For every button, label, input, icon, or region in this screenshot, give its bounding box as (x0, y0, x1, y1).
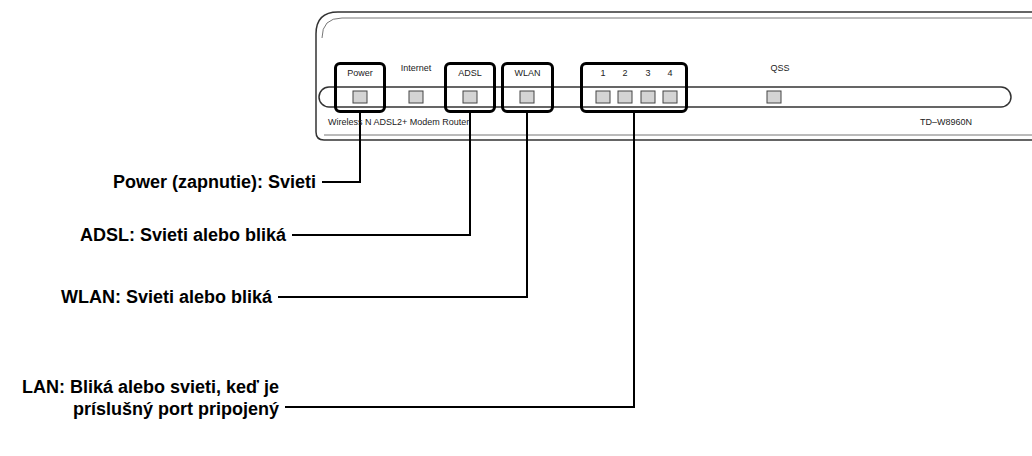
callout-text: Power (zapnutie): Svieti (110, 171, 316, 193)
led-label: Power (337, 68, 383, 78)
led-highlight-box: ADSL (444, 62, 496, 113)
router-panel: Internet QSS Wireless N ADSL2+ Modem Route… (316, 12, 1032, 140)
panel-label: Wireless N ADSL2+ Modem Router (328, 117, 469, 127)
led-label: ADSL (447, 68, 493, 78)
led-lights (353, 91, 781, 103)
housing-rim (324, 135, 1032, 136)
callout-text: LAN: Bliká alebo svieti, keď je príslušn… (4, 376, 279, 420)
led-label: 3 (641, 68, 655, 78)
led-label: 1 (596, 68, 610, 78)
callout-text: ADSL: Svieti alebo bliká (77, 224, 286, 246)
panel-label: Internet (396, 63, 436, 73)
led-label: WLAN (504, 68, 551, 78)
callout-text: WLAN: Svieti alebo bliká (58, 286, 272, 308)
housing-rim (322, 18, 1032, 38)
led-label: 2 (618, 68, 632, 78)
led-highlight-box: 1234 (580, 62, 688, 113)
leader-lines (278, 113, 634, 407)
led-highlight-box: WLAN (501, 62, 554, 113)
led-track (319, 87, 1011, 107)
led-label: 4 (663, 68, 677, 78)
panel-label: QSS (768, 63, 792, 73)
led-highlight-box: Power (334, 62, 386, 113)
panel-label: TD–W8960N (920, 117, 972, 127)
router-housing (316, 12, 1032, 140)
